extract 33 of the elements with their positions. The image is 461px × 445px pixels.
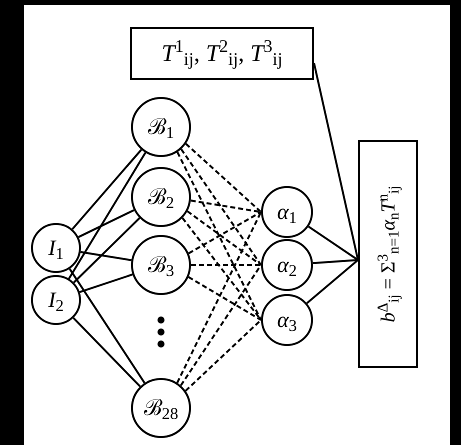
connection-line: [308, 226, 359, 261]
connection-line: [78, 209, 134, 238]
math-label: ℬ$_{2}$: [148, 186, 174, 208]
connection-line: [80, 251, 132, 262]
connection-line: [313, 62, 359, 260]
connection-line: [73, 217, 140, 284]
connection-line: [72, 149, 142, 230]
dashed-connection-line: [184, 319, 262, 392]
dashed-connection-line: [191, 264, 261, 266]
connection-line: [79, 274, 133, 294]
math-label: ℬ$_{1}$: [148, 116, 174, 138]
dashed-connection-line: [185, 143, 262, 213]
math-label: ℬ$_{28}$: [144, 397, 178, 419]
connection-line: [68, 152, 146, 280]
dashed-connection-line: [188, 211, 262, 254]
dashed-connection-line: [186, 210, 262, 266]
math-label: ℬ$_{3}$: [148, 254, 174, 276]
dashed-connection-line: [188, 276, 262, 321]
formula-box: [358, 140, 418, 368]
connection-line: [312, 259, 358, 264]
connection-line: [306, 259, 359, 304]
math-label: I$_{1}$: [48, 237, 64, 259]
math-label: α$_{3}$: [277, 309, 297, 331]
dashed-connection-line: [180, 148, 262, 266]
math-label: α$_{2}$: [277, 254, 297, 276]
connection-line: [68, 268, 146, 384]
dashed-connection-line: [176, 152, 262, 320]
formula-box: [130, 27, 314, 80]
math-label: α$_{1}$: [277, 201, 297, 223]
connection-line: [72, 317, 141, 388]
dashed-connection-line: [190, 200, 262, 213]
dashed-connection-line: [176, 212, 262, 384]
math-label: I$_{2}$: [48, 289, 64, 311]
